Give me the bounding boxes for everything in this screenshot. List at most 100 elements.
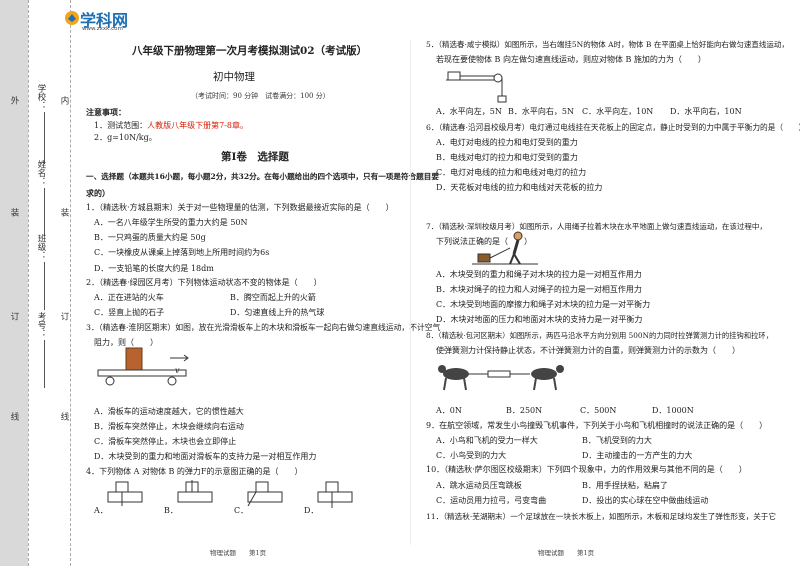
binding-inner-line [70,0,71,566]
q1-option-b: B．一只鸡蛋的质量大约是 50g [94,233,206,242]
q2-option-d: D．匀速直线上升的热气球 [230,308,325,317]
binding-outer-label-4: 线 [9,412,19,422]
q4-option-b-label: B． [164,506,178,515]
name-label: 姓名： [36,160,46,186]
binding-outer-label-3: 订 [9,312,19,322]
binding-outer-label-2: 装 [9,208,19,218]
binding-inner-label-4: 线 [59,412,69,422]
q10-option-b: B．用手捏扶粘，粘扁了 [582,481,668,490]
q6-stem: 6．（精选春·沿河县校级月考）电灯通过电线挂在天花板上的固定点，静止时受到的力中… [426,123,800,132]
section-instructions-1: 一、选择题（本题共16小题，每小题2分，共32分。在每小题给出的四个选项中，只有… [86,172,439,181]
q3-option-b: B．滑板车突然停止，木块会继续向右运动 [94,422,244,431]
q7-option-a: A．木块受到的重力和绳子对木块的拉力是一对相互作用力 [436,270,642,279]
notes-item-2: 2．g=10N/kg。 [94,133,157,142]
q8-horses-figure [438,365,564,391]
q3-option-a: A．滑板车的运动速度越大，它的惯性越大 [94,407,244,416]
section-instructions-2: 求的） [86,188,110,198]
q4-option-d-label: D． [304,506,319,515]
footer-right: 物理试题 第1页 [538,549,595,557]
q9-option-d: D．主动撞击的一方产生的力大 [582,451,693,460]
logo: 学科网 www.zxxk.com [64,8,144,34]
q4-stem: 4．下列物体 A 对物体 B 的弹力F的示意图正确的是（ ） [86,467,303,476]
binding-inner-label-3: 订 [59,312,69,322]
binding-inner-label-2: 装 [59,208,69,218]
school-field[interactable] [44,112,45,164]
notes-item-1: 1．测试范围：人教版八年级下册第7-8章。 [94,121,248,131]
id-label: 考号： [36,312,46,338]
q8-option-c: C．500N [580,406,617,415]
logo-name: 学科网 [80,11,129,30]
q4-option-a-label: A． [94,506,108,515]
q4-figure-b [177,480,213,503]
q7-option-b: B．木块对绳子的拉力和人对绳子的拉力是一对相互作用力 [436,285,642,294]
name-field[interactable] [44,188,45,236]
q4-figure-d [317,481,353,508]
logo-icon [65,11,79,25]
q8-option-d: D．1000N [652,406,694,415]
binding-inner-label-1: 内 [59,96,69,106]
q4-figure-c [247,481,283,507]
footer-left: 物理试题 第1页 [210,549,267,557]
binding-outer-line [28,0,29,566]
q6-option-c: C．电灯对电线的拉力和电线对电灯的拉力 [436,168,587,177]
q10-option-d: D．投出的实心球在空中做曲线运动 [582,496,709,505]
q3-stem-2: 阻力，则（ ） [94,338,158,347]
q7-pulling-figure [472,231,538,265]
logo-url: www.zxxk.com [82,26,123,32]
q2-option-b: B．腾空而起上升的火箭 [230,293,316,302]
q9-option-c: C．小鸟受到的力大 [436,451,507,460]
q3-stem-1: 3．（精选春·淮阴区期末）如图，放在光滑滑板车上的木块和滑板车一起向右做匀速直线… [86,323,441,332]
q5-stem-1: 5．（精选春·咸宁模拟）如图所示，当右端挂5N的物体 A时，物体 B 在平面桌上… [426,40,789,49]
q6-option-b: B．电线对电灯的拉力和电灯受到的重力 [436,153,578,162]
q5-stem-2: 若现在要使物体 B 向左做匀速直线运动，则应对物体 B 施加的力为（ ） [436,55,706,64]
exam-meta: （考试时间：90 分钟 试卷满分：100 分） [191,92,330,100]
q2-option-a: A．正在进站的火车 [94,293,164,302]
right-column: 5．（精选春·咸宁模拟）如图所示，当右端挂5N的物体 A时，物体 B 在平面桌上… [422,0,800,566]
q7-option-d: D．木块对地面的压力和地面对木块的支持力是一对平衡力 [436,315,643,324]
q8-option-b: B．250N [506,406,543,415]
class-field[interactable] [44,262,45,310]
q1-option-a: A．一名八年级学生所受的重力大约是 50N [94,218,248,227]
q2-stem: 2．（精选春·绿园区月考）下列物体运动状态不变的物体是（ ） [86,278,322,287]
notes-item-1-prefix: 1．测试范围： [94,121,148,130]
q7-stem-1: 7．（精选秋·深圳校级月考）如图所示，人用绳子拉着木块在水平地面上做匀速直线运动… [426,222,767,231]
q3-velocity-label: v [175,366,180,375]
q1-option-d: D．一支铅笔的长度大约是 18dm [94,264,214,273]
q1-stem: 1．（精选秋·方城县期末）关于对一些物理量的估测，下列数据最接近实际的是（ ） [86,203,394,212]
q3-option-d: D．木块受到的重力和地面对滑板车的支持力是一对相互作用力 [94,452,317,461]
binding-outer-label-1: 外 [9,96,19,106]
q9-option-a: A．小鸟和飞机的受力一样大 [436,436,538,445]
q5-option-a: A．水平向左，5N [436,107,502,116]
q8-stem-1: 8．（精选秋·包河区期末）如图所示，两匹马沿水平方向分别用 500N的力同时拉弹… [426,331,774,340]
q8-option-a: A．0N [436,406,462,415]
q9-option-b: B．飞机受到的力大 [582,436,652,445]
column-divider [410,40,411,545]
q7-stem-2: 下列说法正确的是（ ） [436,237,532,246]
q5-option-c: C．水平向左，10N [582,107,654,116]
binding-sidebar [0,0,28,566]
q10-option-c: C．运动员用力拉弓，弓变弯曲 [436,496,547,505]
q7-option-c: C．木块受到地面的摩擦力和绳子对木块的拉力是一对平衡力 [436,300,651,309]
class-label: 班级： [36,234,46,260]
q5-option-b: B．水平向右，5N [508,107,574,116]
q4-figure-a [107,481,143,506]
q5-pulley-figure [446,71,507,103]
q8-stem-2: 使弹簧测力计保持静止状态，不计弹簧测力计的自重，则弹簧测力计的示数为（ ） [436,346,740,355]
q4-option-c-label: C． [234,506,249,515]
exam-title: 八年级下册物理第一次月考模拟测试02（考试版） [132,45,368,57]
q2-option-c: C．竖直上抛的石子 [94,308,165,317]
section-title: 第Ⅰ卷 选择题 [221,151,289,163]
q10-stem: 10．（精选秋·萨尔图区校级期末）下列四个现象中，力的作用效果与其他不同的是（ … [426,465,747,474]
notes-heading: 注意事项： [86,107,126,117]
q1-option-c: C．一块橡皮从课桌上掉落到地上所用时间约为6s [94,248,270,257]
q6-option-d: D．天花板对电线的拉力和电线对天花板的拉力 [436,183,603,192]
q9-stem: 9．在航空领域，常发生小鸟撞毁飞机事件，下列关于小鸟和飞机相撞时的说法正确的是（… [426,421,768,430]
q3-skateboard-figure [97,347,189,386]
notes-item-1-highlight: 人教版八年级下册第7-8章。 [147,121,248,130]
id-field[interactable] [44,340,45,388]
exam-subject: 初中物理 [213,71,255,83]
q10-option-a: A．跳水运动员压弯跳板 [436,481,522,490]
q11-stem: 11．（精选秋·芜湖期末）一个足球放在一块长木板上，如图所示，木板和足球均发生了… [426,512,776,521]
left-column: 八年级下册物理第一次月考模拟测试02（考试版） 初中物理 （考试时间：90 分钟… [80,0,440,566]
q6-option-a: A．电灯对电线的拉力和电灯受到的重力 [436,138,578,147]
